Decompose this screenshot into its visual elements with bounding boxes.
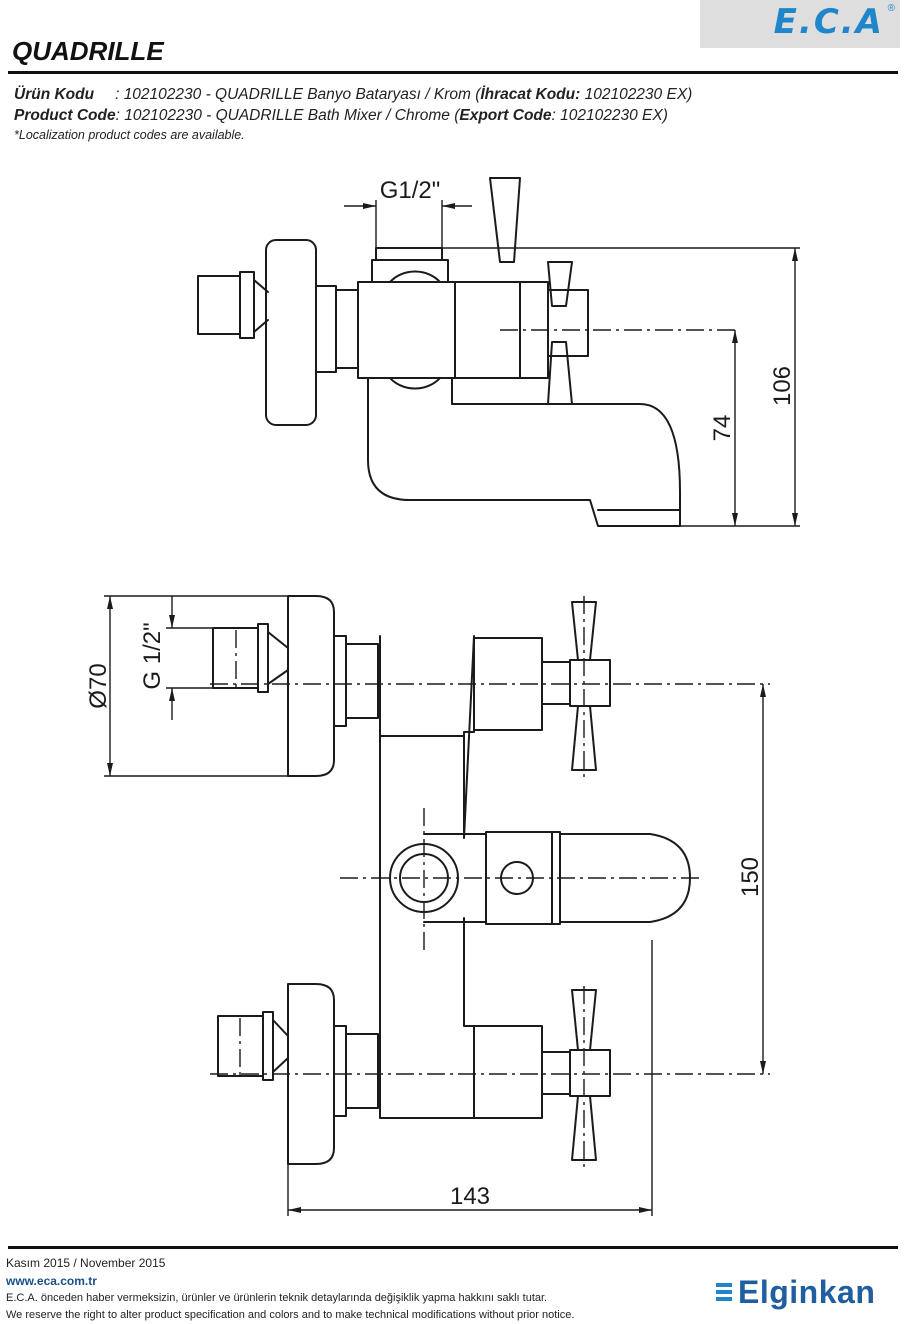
product-code-en-value: : 102102230 - QUADRILLE Bath Mixer / Chr… bbox=[115, 107, 460, 124]
side-inlet-nut bbox=[197, 275, 241, 335]
top-handle-lower-arm2 bbox=[571, 1095, 597, 1161]
side-collar-outer bbox=[315, 285, 337, 373]
export-code-en-value: : 102102230 EX) bbox=[551, 107, 668, 124]
top-rosette-lower bbox=[287, 983, 335, 1165]
top-handle-upper-hub bbox=[569, 659, 611, 707]
top-main-body bbox=[379, 635, 475, 1119]
side-bottom-curve bbox=[389, 377, 441, 390]
dim-143 bbox=[287, 940, 653, 1216]
side-cross-stem bbox=[547, 289, 589, 357]
top-view bbox=[212, 595, 691, 1165]
dim-106 bbox=[442, 247, 800, 526]
side-cross-arm-bottom bbox=[547, 341, 573, 405]
localization-note: *Localization product codes are availabl… bbox=[14, 128, 245, 142]
dim-150-label: 150 bbox=[737, 857, 764, 897]
footer-divider bbox=[8, 1246, 898, 1249]
top-centerlines bbox=[210, 596, 770, 1170]
side-inlet-ring bbox=[239, 271, 255, 339]
footer-notice-en: We reserve the right to alter product sp… bbox=[6, 1309, 575, 1321]
export-code-tr-value: 102102230 EX) bbox=[580, 86, 693, 103]
product-code-tr: Ürün Kodu : 102102230 - QUADRILLE Banyo B… bbox=[14, 86, 692, 104]
side-rosette bbox=[265, 239, 317, 426]
top-valve-lower bbox=[473, 1025, 543, 1119]
dim-thread-top-label: G1/2" bbox=[380, 177, 441, 204]
eca-logo-box: E.C.A ® bbox=[700, 0, 900, 48]
side-cross-arm-top bbox=[547, 261, 573, 307]
header-divider bbox=[8, 71, 898, 74]
top-collar-upper-a bbox=[333, 635, 347, 727]
top-valve-upper-stem bbox=[541, 661, 571, 705]
side-top-collar bbox=[371, 259, 449, 283]
export-code-en-label: Export Code bbox=[459, 107, 552, 124]
top-handle-upper-arm2 bbox=[571, 705, 597, 771]
top-inlet-upper-taper bbox=[267, 631, 289, 685]
footer-notice-tr: E.C.A. önceden haber vermeksizin, ürünle… bbox=[6, 1292, 548, 1304]
dim-70-label: Ø70 bbox=[85, 663, 112, 708]
top-inlet-upper-ring bbox=[257, 623, 269, 693]
product-code-tr-value: : 102102230 - QUADRILLE Banyo Bataryası … bbox=[115, 86, 481, 103]
top-collar-lower-a bbox=[333, 1025, 347, 1117]
dim-thread-side bbox=[166, 596, 213, 720]
side-inlet-taper bbox=[253, 279, 269, 333]
top-handle-lower-arm1 bbox=[571, 989, 597, 1051]
dim-thread-top bbox=[344, 200, 472, 248]
top-inlet-lower-ring bbox=[262, 1011, 274, 1081]
side-top-curve bbox=[389, 270, 441, 283]
top-collar-lower-b bbox=[345, 1033, 379, 1109]
footer-website-link[interactable]: www.eca.com.tr bbox=[6, 1274, 97, 1288]
top-valve-lower-stem bbox=[541, 1051, 571, 1095]
side-collar-inner bbox=[335, 289, 359, 369]
product-code-en-label: Product Code bbox=[14, 107, 116, 124]
product-code-tr-label: Ürün Kodu bbox=[14, 86, 95, 103]
dim-70 bbox=[104, 595, 288, 777]
top-inlet-lower-taper bbox=[272, 1019, 289, 1073]
top-handle-upper-arm1 bbox=[571, 601, 597, 661]
side-view bbox=[197, 177, 681, 527]
registered-mark: ® bbox=[887, 3, 895, 14]
export-code-tr-label: İhracat Kodu: bbox=[480, 86, 581, 103]
dim-74 bbox=[680, 330, 800, 527]
side-lever bbox=[489, 177, 521, 263]
dim-thread-side-label: G 1/2" bbox=[139, 622, 166, 689]
side-spout bbox=[367, 377, 681, 527]
top-handle-lower-hub bbox=[569, 1049, 611, 1097]
product-title: QUADRILLE bbox=[12, 36, 164, 66]
product-code-en: Product Code: 102102230 - QUADRILLE Bath… bbox=[14, 107, 668, 125]
side-top-thread bbox=[375, 247, 443, 261]
top-collar-upper-b bbox=[345, 643, 379, 719]
elginkan-logo-icon bbox=[716, 1283, 732, 1304]
eca-logo: E.C.A bbox=[773, 2, 884, 42]
dim-74-label: 74 bbox=[709, 415, 736, 442]
dim-106-label: 106 bbox=[769, 366, 796, 406]
footer-date: Kasım 2015 / November 2015 bbox=[6, 1256, 166, 1270]
top-rosette-upper bbox=[287, 595, 335, 777]
elginkan-logo-text: Elginkan bbox=[738, 1274, 876, 1310]
dim-143-label: 143 bbox=[450, 1183, 490, 1210]
